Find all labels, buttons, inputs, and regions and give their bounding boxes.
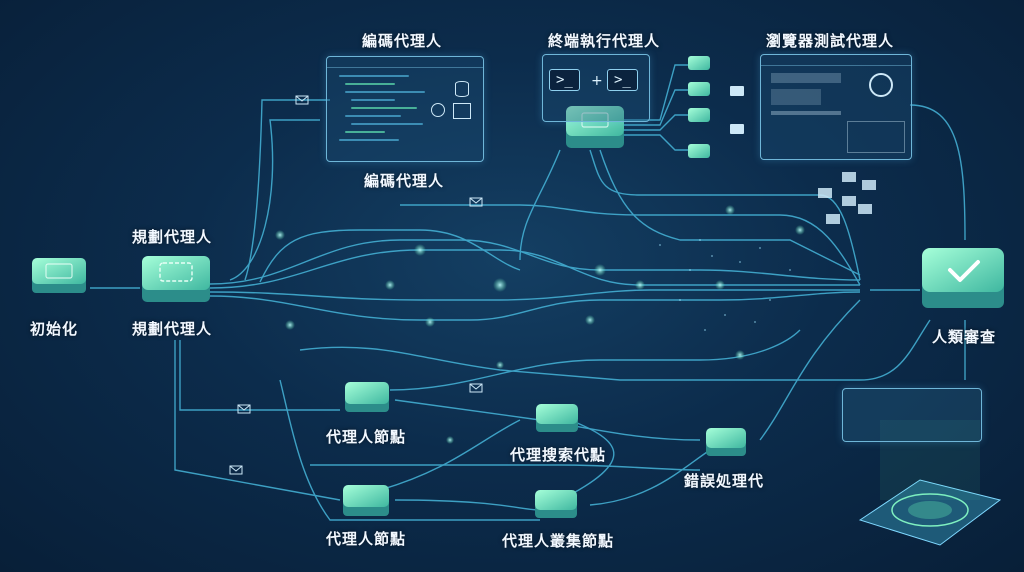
particle-field (659, 239, 791, 331)
terminal-subnodes (688, 56, 744, 158)
label-coder-bottom: 編碼代理人 (364, 172, 445, 190)
label-agent-node-1: 代理人節點 (326, 428, 407, 446)
node-planner[interactable] (142, 256, 210, 302)
terminal-panel: >_ + >_ (542, 54, 650, 122)
network-icon (431, 103, 445, 117)
label-start: 初始化 (30, 320, 79, 338)
review-hologram (842, 388, 982, 442)
terminal-prompt-1: >_ (549, 69, 580, 91)
label-cluster-node: 代理人叢集節點 (502, 532, 615, 550)
label-coder-top: 編碼代理人 (362, 32, 443, 50)
label-human-review: 人類審查 (932, 328, 997, 346)
node-start[interactable] (32, 258, 86, 293)
coder-panel (326, 56, 484, 162)
label-error-handler: 錯誤処理代 (684, 472, 765, 490)
terminal-prompt-2: >_ (607, 69, 638, 91)
node-search[interactable] (536, 404, 578, 432)
envelope-icon (229, 95, 483, 475)
terminal-plus: + (591, 73, 603, 89)
node-human-review[interactable] (922, 248, 1004, 308)
label-planner-bottom: 規劃代理人 (132, 320, 213, 338)
label-terminal: 終端執行代理人 (548, 32, 661, 50)
node-agent-1[interactable] (345, 382, 389, 412)
check-icon (948, 260, 980, 282)
database-icon (455, 81, 469, 97)
node-agent-2[interactable] (343, 485, 389, 516)
node-error[interactable] (706, 428, 746, 456)
node-cluster[interactable] (535, 490, 577, 518)
junction-dots (275, 205, 805, 444)
browser-icon (869, 73, 893, 97)
connection-lines (90, 64, 966, 521)
label-search-agent: 代理搜索代點 (510, 446, 607, 464)
doc-cards (818, 172, 876, 224)
browser-panel (760, 54, 912, 160)
holo-platform (858, 420, 1002, 546)
label-planner-top: 規劃代理人 (132, 228, 213, 246)
label-agent-node-2: 代理人節點 (326, 530, 407, 548)
label-browser: 瀏覽器測試代理人 (766, 32, 895, 50)
